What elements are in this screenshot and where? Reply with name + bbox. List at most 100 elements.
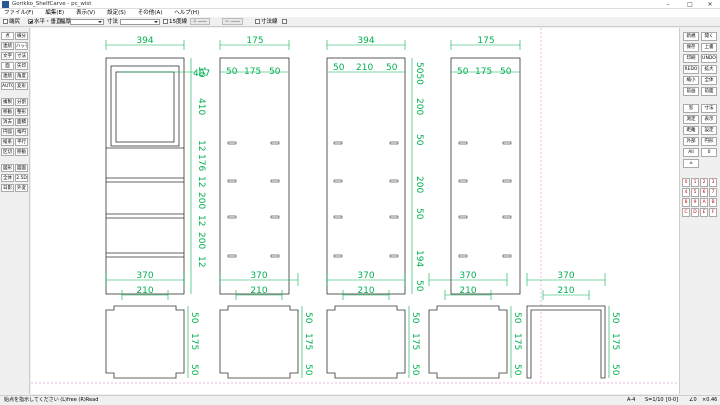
thickness-option: 幅厚	[60, 18, 71, 26]
layer-button[interactable]: 8	[682, 198, 690, 207]
left-tool-button[interactable]: 消去	[1, 118, 14, 126]
left-tool-button[interactable]: 矢印	[15, 62, 28, 70]
layer-button[interactable]: D	[691, 208, 699, 217]
right-tool-button[interactable]: 測定	[683, 115, 699, 124]
extra-checkbox[interactable]	[282, 18, 288, 26]
right-tool-button[interactable]: 寸法	[701, 104, 717, 113]
layer-button[interactable]: A	[700, 198, 708, 207]
left-tool-button[interactable]: AUTO	[1, 82, 14, 90]
right-tool-button[interactable]: 保存	[683, 43, 699, 52]
right-tool-button[interactable]: All	[683, 148, 699, 157]
left-tool-button[interactable]: 図形	[1, 164, 14, 172]
layer-button[interactable]: 1	[691, 178, 699, 187]
dim-label: 175	[610, 333, 620, 350]
layer-button[interactable]: C	[682, 208, 690, 217]
left-tool-button[interactable]: 平行	[15, 138, 28, 146]
left-tool-button[interactable]: 移動	[1, 108, 14, 116]
layer-button[interactable]: 3	[709, 178, 717, 187]
thickness-select[interactable]	[70, 18, 104, 26]
panel-side-1: 175 50 175 50	[219, 36, 290, 295]
layer-button[interactable]: E	[700, 208, 708, 217]
right-tool-button[interactable]: 円形	[701, 137, 717, 146]
right-tool-button[interactable]: 縮小	[683, 76, 699, 85]
left-tool-button[interactable]: 縦系	[1, 138, 14, 146]
angle15-checkbox[interactable]	[163, 19, 168, 24]
left-tool-button[interactable]: 角度	[15, 72, 28, 80]
toolbar-btn-2[interactable]: = ━━━	[222, 18, 243, 26]
layer-button[interactable]: 5	[691, 188, 699, 197]
layer-button[interactable]: 4	[682, 188, 690, 197]
right-tool-button[interactable]: 印刷	[683, 54, 699, 63]
layer-button[interactable]: 0	[682, 178, 690, 187]
right-tool-button[interactable]: 前画	[683, 87, 699, 96]
dim-select[interactable]	[120, 18, 160, 26]
left-tool-button[interactable]: 区切	[1, 148, 14, 156]
left-tool-button[interactable]: 連続	[1, 72, 14, 80]
right-tool-button[interactable]: 表示	[701, 115, 717, 124]
left-tool-button[interactable]: 連続	[1, 42, 14, 50]
dim-label: 175	[477, 36, 494, 46]
left-tool-button[interactable]: 日影	[1, 184, 14, 192]
grid-checkbox[interactable]	[3, 19, 8, 24]
left-tool-button[interactable]: ハッチ	[15, 42, 28, 50]
left-tool-button[interactable]: 寸法	[15, 52, 28, 60]
toolbar-btn-1[interactable]: 4 ━━━	[190, 18, 210, 26]
menu-help[interactable]: ヘルプ(H)	[174, 10, 200, 16]
left-tool-button[interactable]: 移動	[15, 148, 28, 156]
right-tool-button[interactable]: 外部	[683, 137, 699, 146]
left-tool-button[interactable]: 面	[1, 62, 14, 70]
close-button[interactable]: ✕	[707, 1, 713, 8]
left-tool-button[interactable]: 2.5D	[15, 174, 28, 182]
left-tool-button[interactable]: 面積	[15, 118, 28, 126]
left-tool-button[interactable]: 楕円	[15, 128, 28, 136]
horiz-vert-option[interactable]: 水平・垂直	[28, 18, 62, 26]
menu-settings[interactable]: 設定(S)	[107, 10, 126, 16]
left-tool-button[interactable]: 円弧	[1, 128, 14, 136]
dim-label: 50	[189, 364, 199, 376]
right-tool-button[interactable]: 開く	[701, 32, 717, 41]
right-tool-button[interactable]: 新規	[683, 32, 699, 41]
grid-option[interactable]: 端尻	[3, 18, 20, 26]
maximize-button[interactable]: □	[687, 1, 693, 8]
right-tool-button[interactable]: UNDO	[701, 54, 717, 63]
dim-label: 12	[196, 140, 206, 151]
dimline-checkbox[interactable]	[255, 19, 260, 24]
layer-button[interactable]: 2	[700, 178, 708, 187]
layer-button[interactable]: F	[709, 208, 717, 217]
left-tool-button[interactable]: 分割	[15, 98, 28, 106]
left-tool-button[interactable]: 線分	[15, 32, 28, 40]
menu-other[interactable]: その他(A)	[137, 10, 163, 16]
right-tool-button[interactable]: 設定	[701, 126, 717, 135]
angle15-option[interactable]: 15度線	[163, 18, 187, 26]
left-tool-button[interactable]: 全体	[1, 174, 14, 182]
right-tool-button[interactable]: REDO	[683, 65, 699, 74]
left-tool-button[interactable]: 複製	[1, 98, 14, 106]
horiz-vert-checkbox[interactable]	[28, 19, 33, 24]
menu-view[interactable]: 表示(V)	[76, 10, 96, 16]
dimline-option[interactable]: 寸法線	[255, 18, 278, 26]
left-tool-button[interactable]: 文字	[1, 52, 14, 60]
layer-button[interactable]: 6	[700, 188, 708, 197]
layer-button[interactable]: B	[709, 198, 717, 207]
dim-label: 50	[333, 63, 345, 73]
menu-edit[interactable]: 編集(E)	[45, 10, 65, 16]
menu-file[interactable]: ファイル(F)	[4, 10, 34, 16]
right-tool-button[interactable]: 前面	[701, 87, 717, 96]
left-tool-button[interactable]: 点	[1, 32, 14, 40]
right-tool-button[interactable]: ±	[683, 159, 699, 168]
minimize-button[interactable]: –	[666, 1, 670, 8]
right-tool-button[interactable]: 全体	[701, 76, 717, 85]
right-tool-button[interactable]: 拡大	[701, 65, 717, 74]
right-tool-button[interactable]: 上書	[701, 43, 717, 52]
left-tool-button[interactable]: 図面	[15, 164, 28, 172]
right-tool-button[interactable]: 距離	[683, 126, 699, 135]
layer-button[interactable]: 7	[709, 188, 717, 197]
left-tool-button[interactable]: 変形	[15, 82, 28, 90]
right-tool-button[interactable]: 0	[701, 148, 717, 157]
thickness-label: 幅厚	[60, 19, 72, 25]
drawing-canvas[interactable]: 394 10 407 410 12 176 12 200 12 200 12	[31, 28, 679, 394]
left-tool-button[interactable]: 整形	[15, 108, 28, 116]
right-tool-button[interactable]: 窓	[683, 104, 699, 113]
left-tool-button[interactable]: 外変	[15, 184, 28, 192]
layer-button[interactable]: 9	[691, 198, 699, 207]
